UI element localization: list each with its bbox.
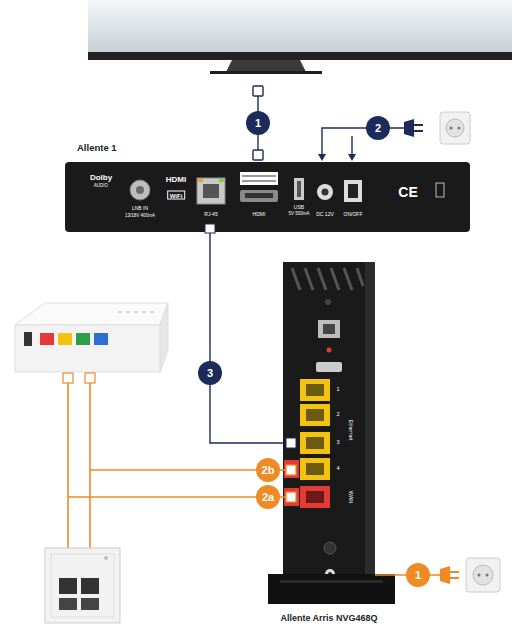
port-label: Ethernet	[347, 420, 353, 441]
power-cable	[322, 128, 405, 158]
router-node: Allente Arris NVG468Q	[283, 258, 375, 630]
network-cable	[210, 233, 283, 443]
callout-number: 2b	[256, 458, 280, 482]
wall-socket	[440, 112, 470, 144]
port-label: ON/OFF	[344, 212, 363, 217]
logo-text: Dolby	[90, 174, 112, 182]
port-label: DC 12V	[316, 212, 334, 217]
callout-number: 2	[366, 116, 390, 140]
callout-number: 3	[198, 361, 222, 385]
router-power-cable	[375, 558, 500, 592]
port-label: WAN	[347, 491, 353, 504]
port-label: 5V 500mA	[288, 212, 309, 217]
port-number: 4	[336, 466, 339, 472]
port-label: 13/18V 400mA	[125, 214, 155, 219]
rj-connector	[63, 373, 296, 576]
logo-text: HDMI	[166, 176, 186, 184]
rj-connector	[286, 438, 296, 448]
port-label: RJ-45	[204, 212, 217, 217]
logo-text: AUDIO	[94, 184, 108, 189]
wall-outlet	[45, 548, 120, 623]
port-number: 1	[336, 387, 339, 393]
callout-number: 1	[406, 563, 430, 587]
ce-mark: CE	[398, 185, 417, 199]
port-label: HDMI	[253, 212, 266, 217]
ethernet-cables	[68, 382, 296, 570]
router	[268, 262, 395, 604]
tv	[88, 0, 512, 74]
device-name: Allente 1	[77, 142, 117, 153]
port-number: 2	[336, 412, 339, 418]
port-label: USB	[294, 205, 304, 210]
callout-number: 2a	[256, 485, 280, 509]
arrow-head	[348, 154, 356, 161]
logo-text: WiFi	[167, 191, 185, 200]
rj-connector	[205, 224, 215, 233]
network-switch	[15, 303, 168, 372]
arrow-head	[318, 154, 326, 161]
power-plug	[404, 119, 423, 137]
set-top-box	[65, 162, 470, 232]
port-label: LNB IN	[132, 206, 148, 211]
device-name: Allente Arris NVG468Q	[253, 613, 405, 623]
port-number: 3	[336, 440, 339, 446]
callout-number: 1	[246, 111, 270, 135]
